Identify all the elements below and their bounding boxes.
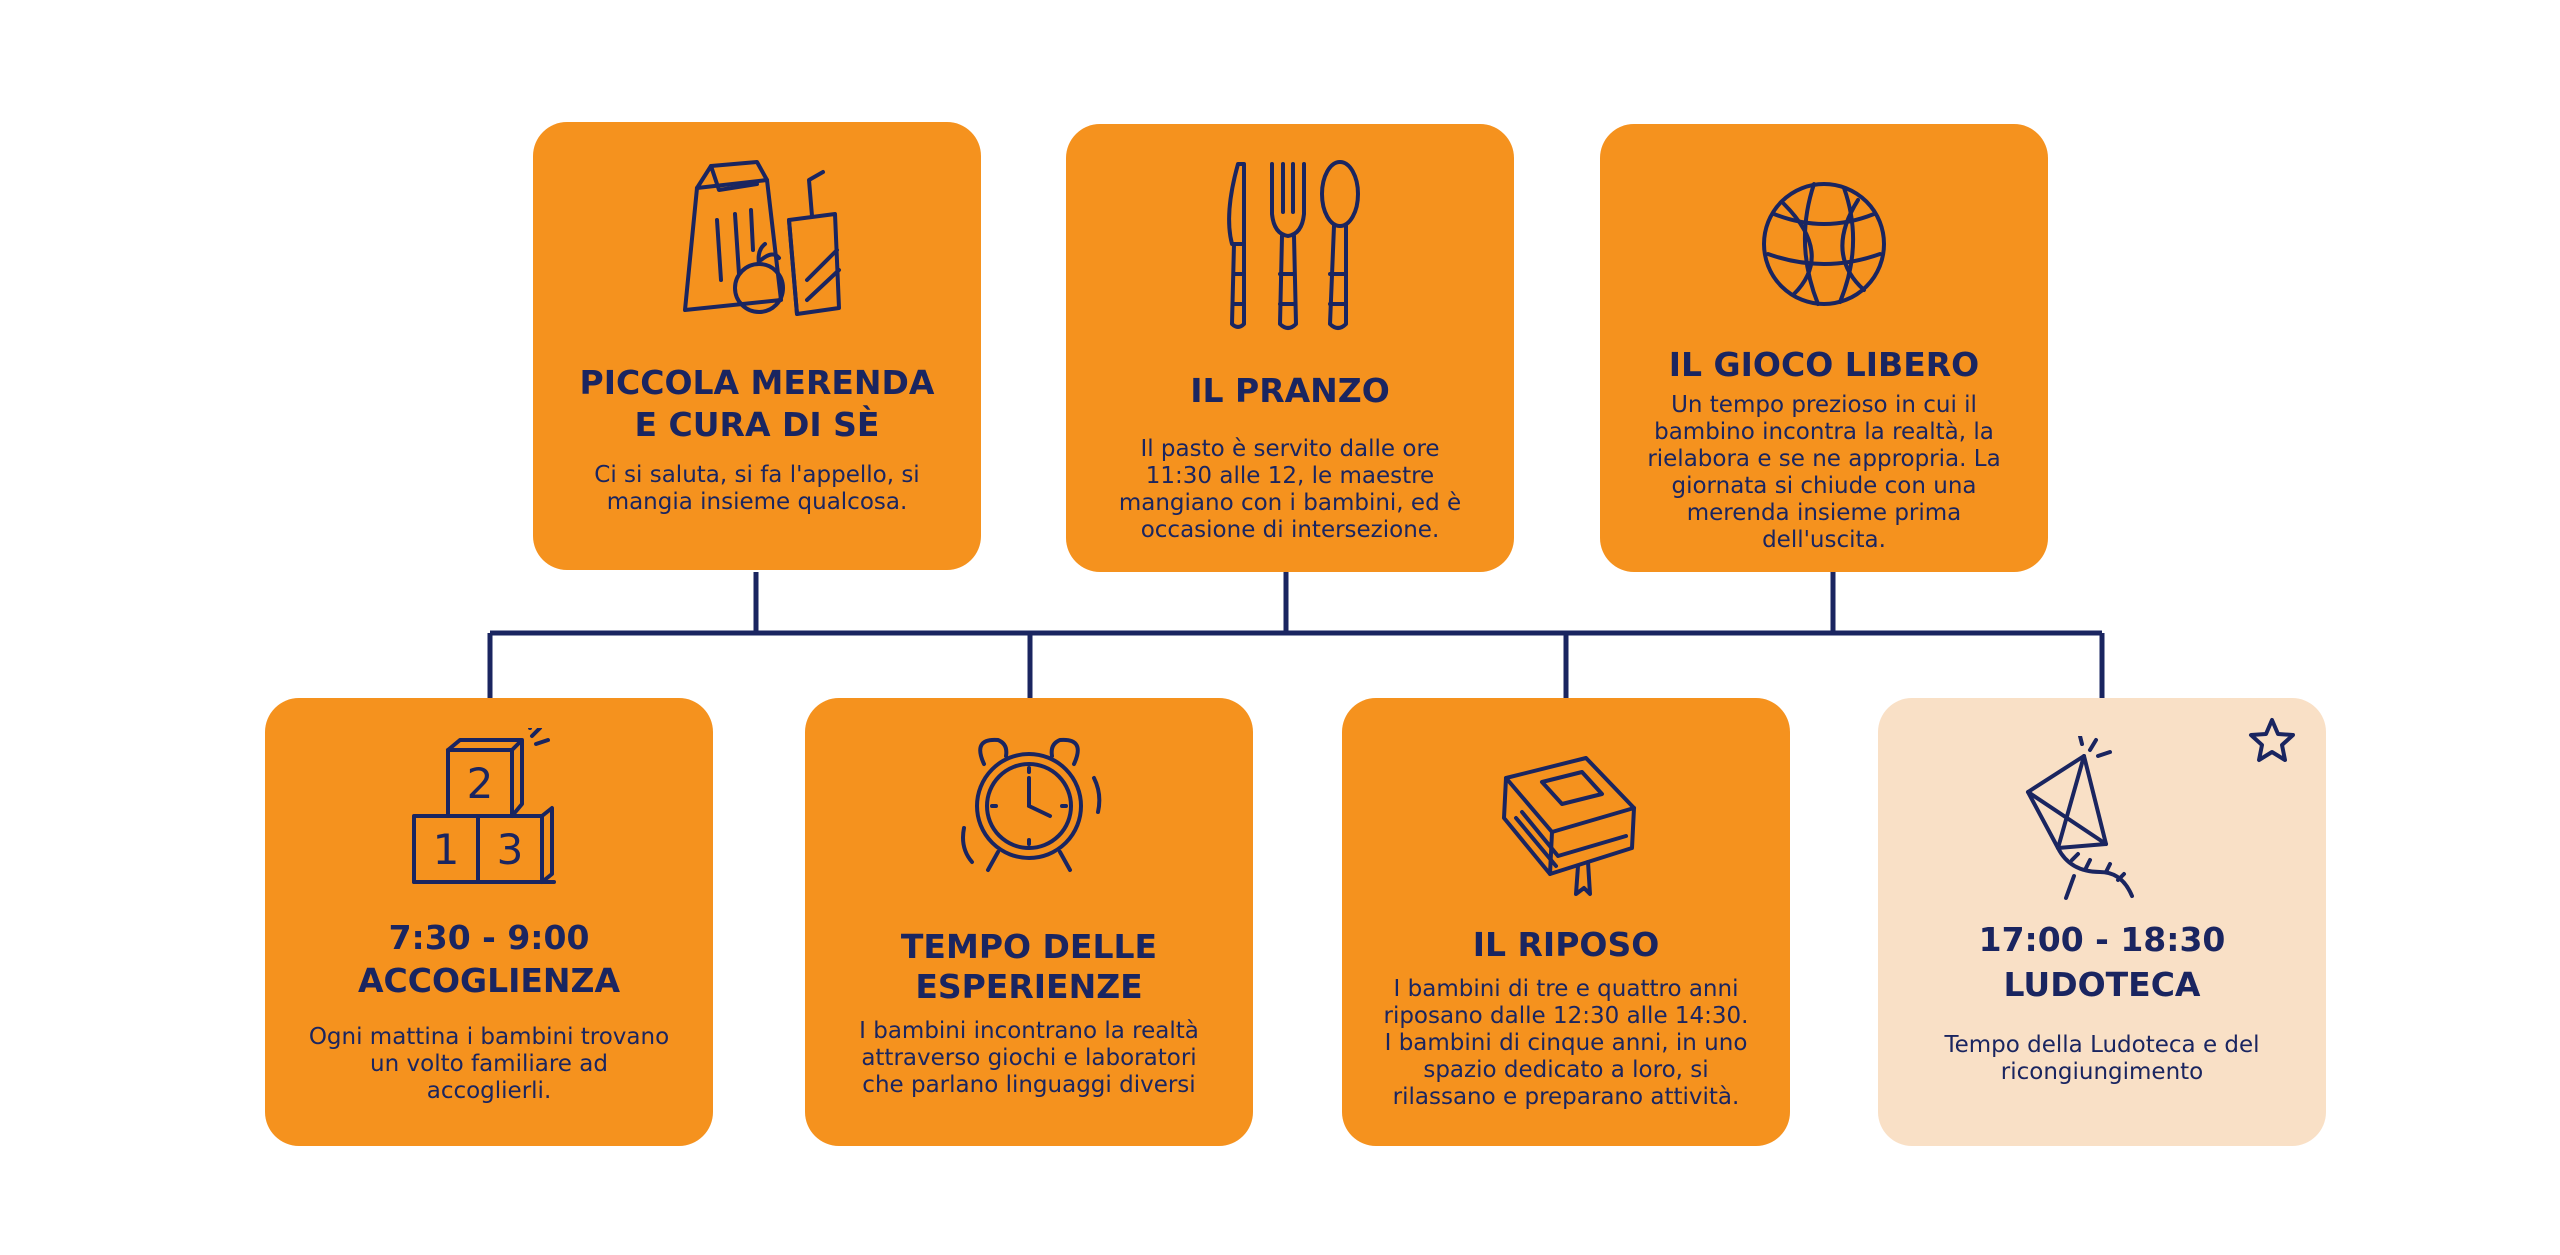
block-number-3: 3 <box>497 825 524 874</box>
star-icon <box>2249 718 2295 762</box>
ball-icon <box>1762 182 1886 306</box>
card-title-line1: PICCOLA MERENDA <box>579 363 935 402</box>
card-title-line2: E CURA DI SÈ <box>634 405 880 444</box>
card-title: IL RIPOSO <box>1472 925 1660 964</box>
card-title: IL GIOCO LIBERO <box>1668 345 1980 384</box>
lunch-bag-icon <box>683 160 841 316</box>
card-description: Un tempo prezioso in cui il bambino inco… <box>1647 392 2001 553</box>
book-icon <box>1502 756 1636 896</box>
card-description: Ci si saluta, si fa l'appello, si mangia… <box>594 462 920 515</box>
block-number-1: 1 <box>433 825 460 874</box>
card-tempo-delle-esperienze: TEMPO DELLE ESPERIENZE I bambini incontr… <box>805 698 1253 1146</box>
card-description: Il pasto è servito dalle ore 11:30 alle … <box>1118 436 1462 543</box>
card-title: ACCOGLIENZA <box>357 961 621 1000</box>
card-description: I bambini di tre e quattro anni riposano… <box>1383 976 1749 1110</box>
card-time: 17:00 - 18:30 <box>1978 920 2226 959</box>
card-title: LUDOTECA <box>2003 965 2201 1004</box>
number-blocks-icon: 2 1 3 <box>412 728 556 884</box>
kite-icon <box>2026 736 2134 900</box>
card-time: 7:30 - 9:00 <box>388 918 590 957</box>
cutlery-icon <box>1227 160 1360 330</box>
card-il-riposo: IL RIPOSO I bambini di tre e quattro ann… <box>1342 698 1790 1146</box>
alarm-clock-icon <box>961 737 1102 872</box>
card-ludoteca: 17:00 - 18:30 LUDOTECA Tempo della Ludot… <box>1878 698 2326 1146</box>
card-accoglienza: 2 1 3 7:30 - 9:00 ACCOGLIENZA Ogni matti… <box>265 698 713 1146</box>
card-title-line1: TEMPO DELLE <box>900 927 1158 966</box>
card-title-line2: ESPERIENZE <box>915 967 1143 1006</box>
card-title: IL PRANZO <box>1190 371 1390 410</box>
card-piccola-merenda: PICCOLA MERENDA E CURA DI SÈ Ci si salut… <box>533 122 981 570</box>
card-il-pranzo: IL PRANZO Il pasto è servito dalle ore 1… <box>1066 124 1514 572</box>
card-description: Tempo della Ludoteca e del ricongiungime… <box>1944 1032 2260 1085</box>
card-description: I bambini incontrano la realtà attravers… <box>859 1018 1199 1098</box>
block-number-2: 2 <box>467 759 494 808</box>
card-description: Ogni mattina i bambini trovano un volto … <box>308 1024 670 1104</box>
card-il-gioco-libero: IL GIOCO LIBERO Un tempo prezioso in cui… <box>1600 124 2048 572</box>
